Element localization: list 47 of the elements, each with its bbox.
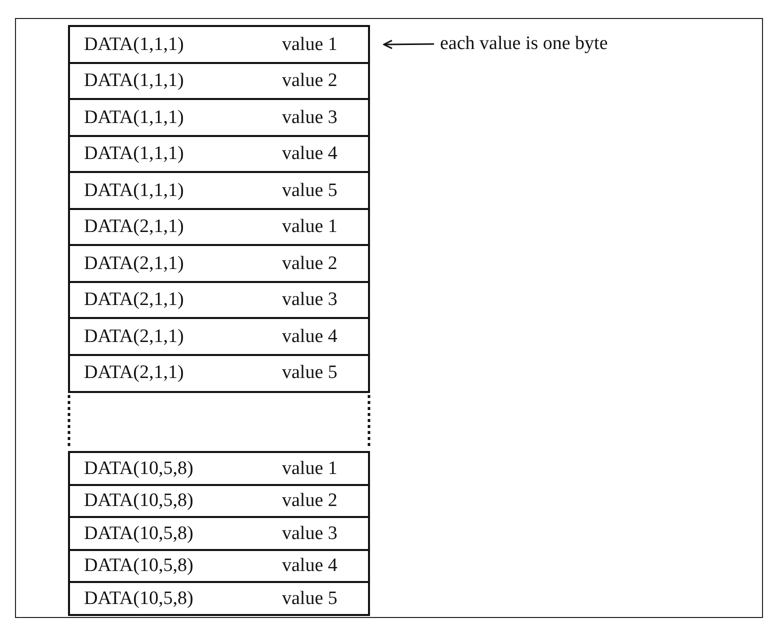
memory-row bbox=[68, 280, 370, 320]
arrow bbox=[383, 40, 434, 50]
value-label: value 3 bbox=[282, 106, 338, 128]
memory-row bbox=[68, 244, 370, 283]
value-label: value 2 bbox=[282, 70, 338, 92]
array-element-label: DATA(2,1,1) bbox=[84, 289, 184, 311]
array-element-label: DATA(10,5,8) bbox=[84, 588, 194, 610]
value-label: value 3 bbox=[282, 522, 338, 545]
memory-row bbox=[68, 581, 370, 616]
note-text: each value is one byte bbox=[440, 25, 670, 63]
array-element-label: DATA(10,5,8) bbox=[84, 555, 194, 578]
value-label: value 4 bbox=[282, 555, 338, 578]
array-element-label: DATA(10,5,8) bbox=[84, 490, 194, 512]
array-element-label: DATA(10,5,8) bbox=[84, 522, 194, 545]
array-element-label: DATA(2,1,1) bbox=[84, 362, 184, 384]
value-label: value 5 bbox=[282, 180, 338, 202]
memory-row bbox=[68, 62, 370, 100]
value-label: value 5 bbox=[282, 588, 338, 610]
array-element-label: DATA(2,1,1) bbox=[84, 326, 184, 348]
memory-row bbox=[68, 98, 370, 137]
value-label: value 1 bbox=[282, 458, 338, 480]
array-element-label: DATA(2,1,1) bbox=[84, 216, 184, 238]
memory-row bbox=[68, 171, 370, 210]
array-element-label: DATA(2,1,1) bbox=[84, 252, 184, 274]
array-element-label: DATA(1,1,1) bbox=[84, 34, 184, 56]
memory-row bbox=[68, 134, 370, 174]
memory-row bbox=[68, 451, 370, 486]
array-element-label: DATA(1,1,1) bbox=[84, 70, 184, 92]
array-element-label: DATA(1,1,1) bbox=[84, 143, 184, 165]
value-label: value 1 bbox=[282, 216, 338, 238]
value-label: value 2 bbox=[282, 490, 338, 512]
value-label: value 2 bbox=[282, 252, 338, 274]
memory-row bbox=[68, 317, 370, 356]
memory-row bbox=[68, 484, 370, 519]
memory-row bbox=[68, 516, 370, 552]
array-element-label: DATA(1,1,1) bbox=[84, 180, 184, 202]
value-label: value 1 bbox=[282, 34, 338, 56]
value-label: value 4 bbox=[282, 326, 338, 348]
array-element-label: DATA(1,1,1) bbox=[84, 106, 184, 128]
value-label: value 5 bbox=[282, 362, 338, 384]
memory-row bbox=[68, 548, 370, 584]
memory-row bbox=[68, 25, 370, 64]
memory-row bbox=[68, 208, 370, 246]
array-element-label: DATA(10,5,8) bbox=[84, 458, 194, 480]
value-label: value 3 bbox=[282, 289, 338, 311]
memory-row bbox=[68, 354, 370, 392]
value-label: value 4 bbox=[282, 143, 338, 165]
